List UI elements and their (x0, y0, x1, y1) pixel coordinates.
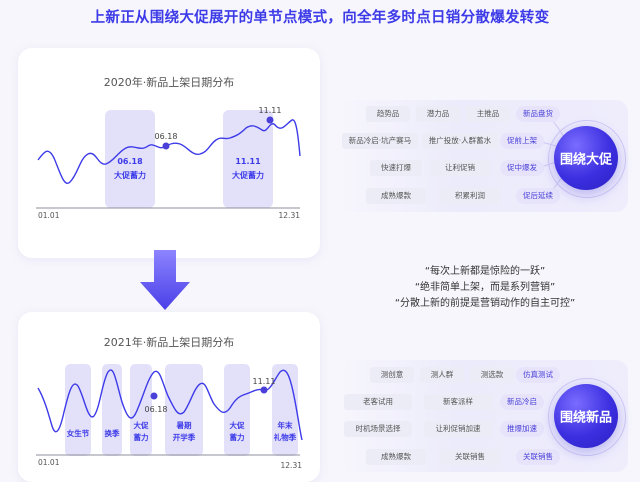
x-start-label-2021: 01.01 (38, 458, 60, 467)
pill-new-cold-start: 新品冷启 (500, 394, 544, 410)
pill-related-sales: 关联销售 (516, 449, 560, 465)
pill-simulation-test: 仿真测试 (516, 367, 560, 383)
chip-potential-product: 潜力品 (416, 106, 460, 122)
marker-618-2021 (150, 392, 158, 400)
chart-2020-title: 2020年·新品上架日期分布 (103, 76, 235, 89)
chip-ad-promotion: 推广投放·人群蓄水 (422, 133, 498, 149)
trend-line-2020 (37, 119, 301, 184)
x-end-label-2021: 12.31 (281, 461, 303, 470)
chip-main-product: 主推品 (466, 106, 510, 122)
chip-quick-boost: 快速打爆 (370, 160, 422, 176)
band-2-label-1: 换季 (105, 428, 120, 438)
band-6-label-1: 年末 (278, 420, 293, 430)
circle-promo-focus-label: 围绕大促 (559, 152, 612, 168)
quotes-block: “每次上新都是惊险的一跃” “绝非简单上架，而是系列营销” “分散上新的前提是营… (360, 264, 610, 312)
band-3-label-1: 大促 (134, 420, 149, 430)
chart-2020-card: 2020年·新品上架日期分布 06.18 11.11 06.18 大促蓄力 11… (18, 48, 320, 258)
marker-1111-2021 (260, 386, 268, 394)
band-2-2021 (102, 364, 122, 456)
band-4-2021 (165, 364, 203, 456)
band-618-label-2: 大促蓄力 (114, 170, 146, 180)
chip-cold-start: 新品冷启·坑产赛马 (342, 133, 418, 149)
headline: 上新正从围绕大促展开的单节点模式，向全年多时点日销分散爆发转变 (90, 10, 550, 26)
chip-trend-product: 趋势品 (366, 106, 410, 122)
circle-new-product-focus: 围绕新品 (554, 384, 618, 448)
chip-mature-hit: 成熟爆款 (366, 188, 426, 204)
chip-test-creative: 测创意 (370, 367, 414, 383)
marker-1111-label-2021: 11.11 (253, 377, 276, 386)
chip-test-audience: 测人群 (420, 367, 464, 383)
pill-new-inventory: 新品盘货 (516, 106, 560, 122)
band-5-label-1: 大促 (230, 420, 245, 430)
band-5-label-2: 蓄力 (230, 432, 245, 442)
quote-2: “绝非简单上架，而是系列营销” (414, 282, 556, 293)
pill-boost-accelerate: 推爆加速 (500, 421, 544, 437)
band-1111-label-1: 11.11 (235, 157, 261, 166)
marker-618-label-2021: 06.18 (145, 405, 168, 414)
band-618-2020 (105, 110, 155, 208)
pill-post-continue: 促后延续 (516, 188, 560, 204)
pill-pre-launch: 促前上架 (500, 133, 544, 149)
circle-ring-top (548, 120, 626, 198)
chart-2020: 06.18 11.11 06.18 大促蓄力 11.11 大促蓄力 01.01 … (36, 106, 301, 220)
circle-new-product-label: 围绕新品 (559, 410, 612, 426)
marker-618-label-2020: 06.18 (155, 132, 178, 141)
marker-618-2020 (162, 142, 170, 150)
band-6-label-2: 礼物季 (274, 432, 297, 442)
circle-promo-focus: 围绕大促 (554, 126, 618, 190)
marker-1111-label-2020: 11.11 (259, 106, 282, 115)
band-3-label-2: 蓄力 (134, 432, 149, 442)
quote-1: “每次上新都是惊险的一跃” (424, 266, 546, 277)
chip-discount-accelerate: 让利促销加速 (424, 421, 492, 437)
chart-2021-title: 2021年·新品上架日期分布 (103, 336, 235, 349)
band-1-label-1: 女生节 (67, 428, 90, 438)
chip-test-style: 测选款 (470, 367, 514, 383)
band-4-label-2: 开学季 (173, 432, 196, 442)
chip-discount-promo: 让利促销 (430, 160, 490, 176)
band-1111-label-2: 大促蓄力 (232, 170, 264, 180)
band-4-label-1: 暑期 (176, 420, 192, 430)
quote-3: “分散上新的前提是营销动作的自主可控” (394, 298, 576, 309)
chip-mature-hit-2: 成熟爆款 (366, 449, 426, 465)
marker-1111-2020 (266, 116, 274, 124)
pill-mid-burst: 促中爆发 (500, 160, 544, 176)
x-start-label-2020: 01.01 (38, 211, 60, 220)
chip-new-customer-sample: 新客派样 (424, 394, 492, 410)
band-5-2021 (224, 364, 250, 456)
chip-related-sales: 关联销售 (440, 449, 500, 465)
chip-accumulate-profit: 积累利润 (440, 188, 500, 204)
chart-2021: 06.18 11.11 女生节 换季 大促 蓄力 暑期 开学季 大促 蓄力 年末… (36, 364, 303, 470)
x-end-label-2020: 12.31 (279, 211, 301, 220)
chip-timing-scene: 时机场景选择 (344, 421, 412, 437)
down-arrow-icon (140, 250, 190, 310)
chip-old-customer-trial: 老客试用 (344, 394, 412, 410)
band-1111-2020 (223, 110, 273, 208)
circle-ring-bottom (548, 378, 626, 456)
band-618-label-1: 06.18 (117, 157, 143, 166)
chart-2021-card: 2021年·新品上架日期分布 06.18 11.11 女生节 换季 大促 蓄力 … (18, 312, 320, 482)
